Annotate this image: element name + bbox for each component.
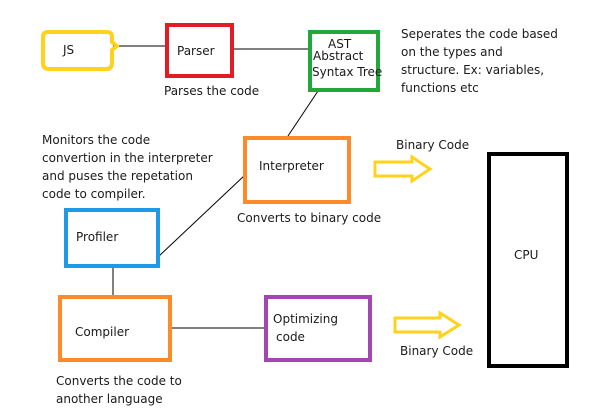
binary-code-bottom-label: Binary Code	[400, 344, 474, 358]
profiler-annotation-line4: code to compiler.	[42, 187, 146, 201]
ast-label-line3: Syntax Tree	[312, 65, 383, 79]
parser-label: Parser	[177, 44, 215, 58]
yellow-arrow-icon	[373, 154, 433, 184]
interpreter-label: Interpreter	[259, 159, 324, 173]
profiler-annotation-line1: Monitors the code	[42, 133, 151, 147]
js-bubble-shape	[41, 30, 119, 71]
optimizing-box	[264, 295, 372, 362]
parser-annotation: Parses the code	[164, 84, 260, 98]
profiler-box	[64, 208, 160, 268]
compiler-box	[58, 295, 172, 362]
optimizing-label-line2: code	[276, 330, 305, 344]
compiler-annotation-line1: Converts the code to	[56, 374, 182, 388]
ast-annotation-line1: Seperates the code based	[401, 27, 558, 41]
profiler-annotation-line2: convertion in the interpreter	[42, 151, 213, 165]
ast-label-line1: AST	[328, 37, 352, 51]
compiler-label: Compiler	[75, 325, 130, 339]
ast-box	[308, 30, 380, 92]
profiler-annotation-line3: and puses the repetation	[42, 169, 193, 183]
ast-annotation-line3: structure. Ex: variables,	[401, 63, 545, 77]
binary-code-top-label: Binary Code	[396, 138, 470, 152]
optimizing-label-line1: Optimizing	[273, 312, 338, 326]
interpreter-box	[243, 136, 351, 204]
yellow-arrow-icon	[393, 310, 462, 340]
ast-label-line2: Abstract	[313, 49, 364, 63]
parser-box	[165, 23, 234, 78]
js-label: JS	[63, 43, 75, 57]
cpu-label: CPU	[514, 248, 539, 262]
profiler-label: Profiler	[76, 230, 119, 244]
interpreter-annotation: Converts to binary code	[237, 211, 382, 225]
connector-ast-interpreter	[285, 90, 319, 140]
cpu-box	[487, 152, 569, 368]
connector-interpreter-profiler	[157, 174, 246, 258]
compiler-annotation-line2: another language	[56, 392, 163, 406]
ast-annotation-line2: on the types and	[401, 45, 503, 59]
ast-annotation-line4: functions etc	[401, 81, 479, 95]
